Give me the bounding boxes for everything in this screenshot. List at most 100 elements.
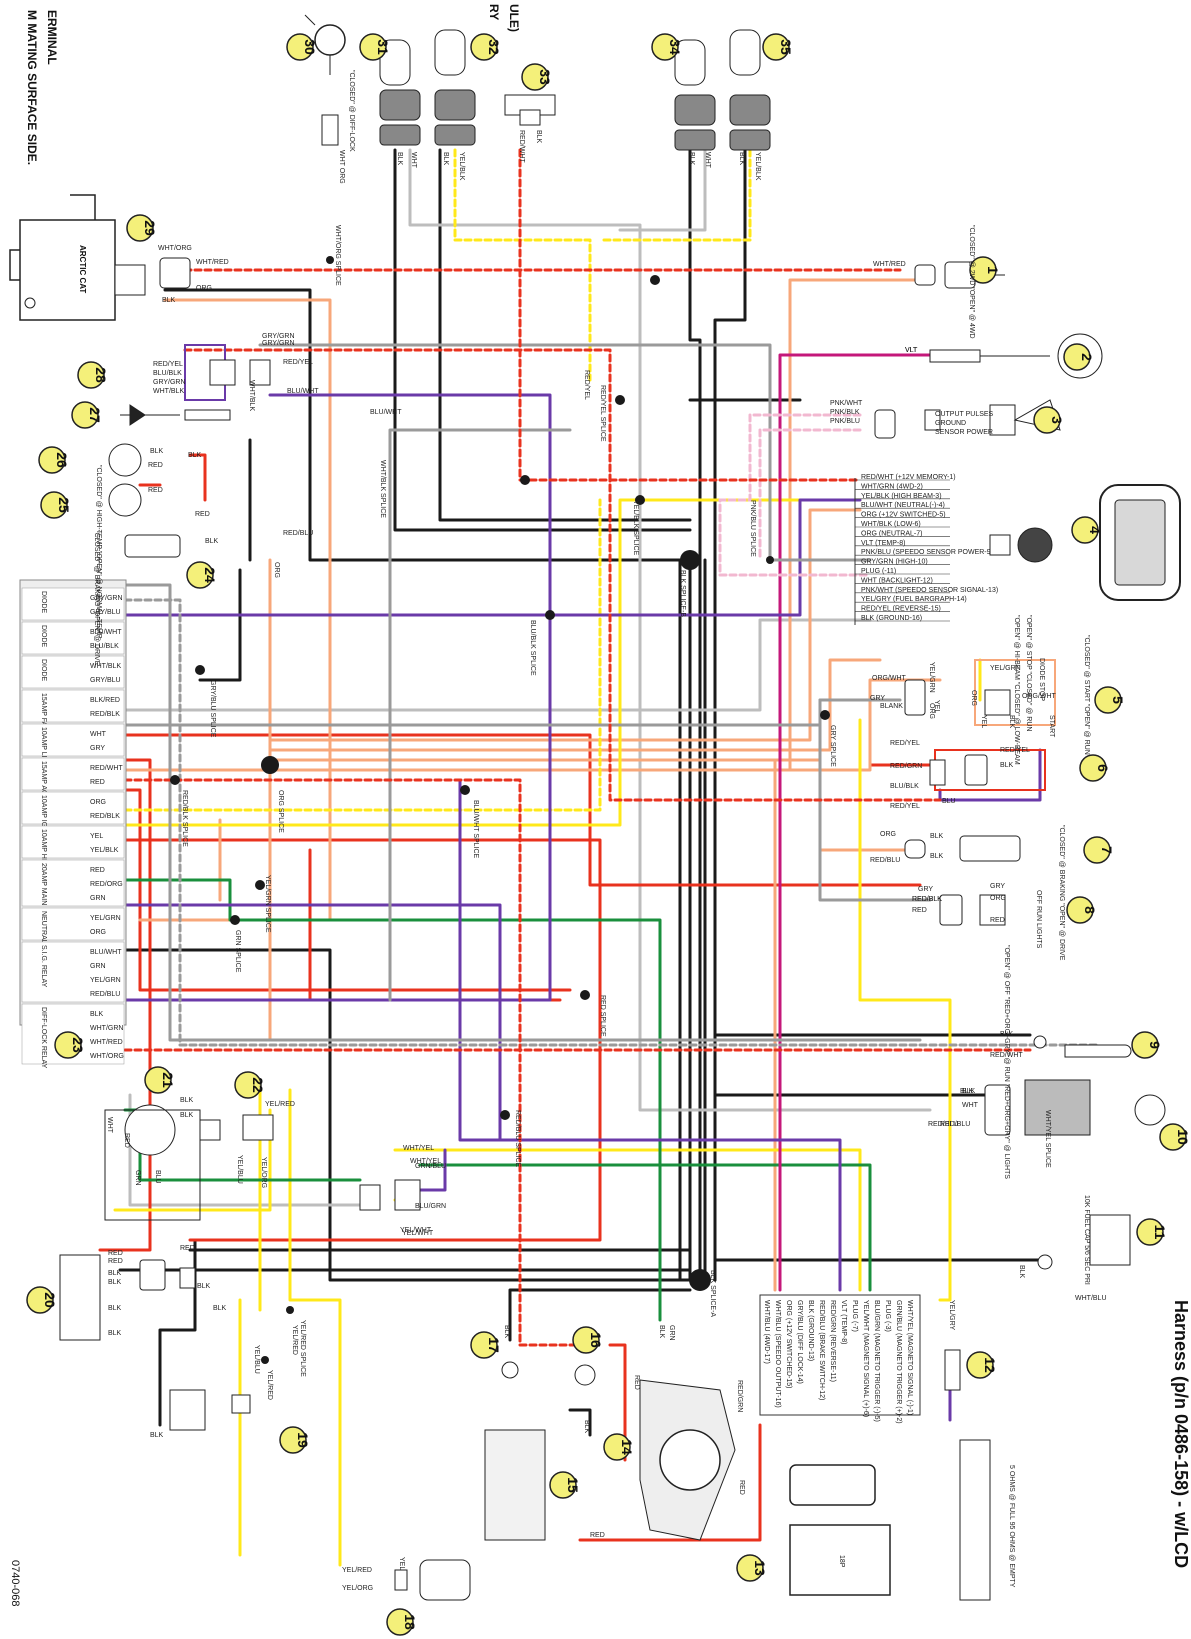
component-15-battery <box>484 1429 546 1541</box>
callout-bubble <box>1071 516 1099 544</box>
splice-dot <box>615 395 625 405</box>
component-25-temp-switch <box>108 483 142 517</box>
relay-pin-label: YEL/GRN <box>90 977 121 984</box>
wire-label: YEL/BLU <box>253 1345 260 1374</box>
component-13-ecu <box>789 1464 891 1596</box>
wire-label: GRN <box>134 1170 141 1186</box>
component-27-diode <box>120 404 231 426</box>
wire-gry <box>123 698 902 727</box>
wire-label: YEL/GRN <box>990 665 1021 672</box>
wire-label: RED <box>148 462 163 469</box>
splice-dot <box>261 1356 269 1364</box>
relay-pin-label: RED/BLK <box>90 711 120 718</box>
wire-red <box>578 1423 762 1542</box>
relay-slot: 10AMP HI-BEAM YEL YEL/BLK <box>21 825 125 883</box>
wire-label: RED/BLU <box>870 857 900 864</box>
relay-pin-label: ORG <box>90 929 106 936</box>
wire-vlt <box>778 353 932 1292</box>
wire-label: RED/WHT <box>990 1052 1023 1059</box>
callout-number: 17 <box>486 1337 502 1353</box>
wire-label: BLK <box>583 1420 590 1434</box>
relay-pin-label: YEL/BLK <box>90 847 119 854</box>
callout-bubble <box>144 1066 172 1094</box>
callout-number: 3 <box>1049 416 1065 424</box>
callout-number: 26 <box>54 452 70 468</box>
relay-slot-name: 10AMP HI-BEAM <box>40 829 47 883</box>
relay-pin-label: WHT <box>90 731 107 738</box>
wire-label: WHT <box>962 1102 979 1109</box>
component-note: "OPEN" @ HI-BEAM "CLOSED" @ LOW-BEAM <box>1013 615 1020 765</box>
wire-label: RED/BLK <box>912 896 942 903</box>
splice-label: PNK/BLU SPLICE <box>749 500 756 557</box>
component-33-connector <box>504 94 556 126</box>
callout-28: 28 <box>77 361 109 389</box>
wire-blk <box>688 148 702 1282</box>
splice-dot <box>545 610 555 620</box>
wire-pnk <box>758 428 862 562</box>
gauge-pin-label: VLT (TEMP-8) <box>861 540 905 547</box>
callout-35: 35 <box>762 33 794 61</box>
relay-pin-label: WHT/ORG <box>90 1053 124 1060</box>
wire-yel-blk <box>598 148 752 242</box>
component-18-solenoid <box>394 1559 471 1601</box>
ecu-pins: WHT/YEL (MAGNETO SIGNAL (-)-1)GRN/BLU (M… <box>763 1300 913 1424</box>
callout-number: 12 <box>982 1357 998 1373</box>
callout-bubble <box>1136 1218 1164 1246</box>
callout-bubble <box>1033 406 1061 434</box>
gauge-pin-label: WHT/GRN (4WD-2) <box>861 483 923 490</box>
relay-pin-label: RED <box>90 867 105 874</box>
relay-pin-label: YEL <box>90 833 103 840</box>
wire-org <box>268 758 922 852</box>
callout-number: 4 <box>1087 526 1103 534</box>
wire-label: RED/YEL <box>153 361 183 368</box>
wire-org <box>268 508 862 742</box>
callout-7: 7 <box>1083 836 1115 864</box>
wire-red <box>608 1343 627 1462</box>
gauge-pins: RED/WHT (+12V MEMORY-1)WHT/GRN (4WD-2)YE… <box>855 474 998 622</box>
wire-label: WHT/BLU <box>1075 1295 1107 1302</box>
wire-label: YEL/BLK <box>754 152 761 181</box>
wire-wht <box>408 148 932 1112</box>
relay-pin-label: BLU/BLK <box>90 643 119 650</box>
callout-bubble <box>186 561 214 589</box>
wire-label: RED/YEL <box>283 359 313 366</box>
splice-label: GRY SPLICE <box>829 725 836 767</box>
wire-label: GRY <box>918 886 933 893</box>
callout-number: 24 <box>202 567 218 583</box>
callout-number: 30 <box>302 39 318 55</box>
callout-bubble <box>40 491 68 519</box>
wire-label: YEL <box>933 700 940 713</box>
wire-label: RED <box>108 1258 123 1265</box>
top-note-4: ULE) <box>507 4 521 32</box>
gauge-pin-label: PLUG (-11) <box>861 568 896 575</box>
wire-label: VLT <box>905 347 918 354</box>
callout-bubble <box>234 1071 262 1099</box>
callout-8: 8 <box>1066 896 1098 924</box>
wire-label: BLK <box>962 1088 976 1095</box>
wire-blk <box>123 948 692 1282</box>
component-note: "CLOSED" @ DIFF-LOCK <box>348 70 355 152</box>
component-28-relay <box>184 344 271 401</box>
component-20-regulator <box>59 1254 206 1431</box>
relay-pin-label: BLK/RED <box>90 697 120 704</box>
callout-bubble <box>77 361 105 389</box>
callout-13: 13 <box>736 1554 768 1582</box>
splice-label: ORG SPLICE <box>277 790 284 833</box>
relay-pin-label: BLU/WHT <box>90 629 122 636</box>
gauge-pin-label: WHT (BACKLIGHT-12) <box>861 577 933 584</box>
top-note-3: RY <box>487 4 501 20</box>
splice-dot <box>635 495 645 505</box>
callout-bubble <box>1159 1123 1187 1151</box>
top-note-2: ERMINAL <box>45 10 59 65</box>
ecu-pin-label: RED/BLU (BRAKE SWITCH-12) <box>818 1300 825 1400</box>
wire-label: BLK <box>180 1097 194 1104</box>
callout-number: 6 <box>1095 764 1111 772</box>
callout-9: 9 <box>1131 1031 1163 1059</box>
splice-dot <box>255 880 265 890</box>
wire-label: BLK <box>197 1283 211 1290</box>
wire-blk <box>508 1288 692 1312</box>
callout-bubble <box>572 1326 600 1354</box>
